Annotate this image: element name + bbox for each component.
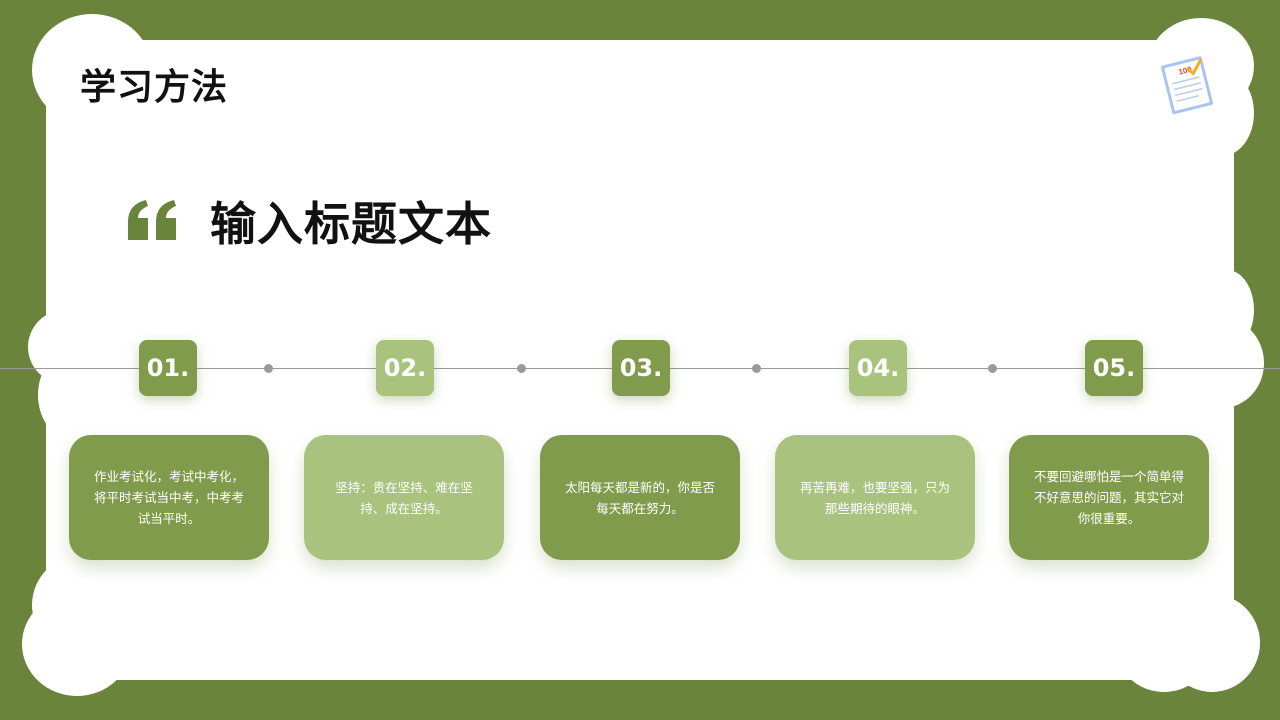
step-card-4: 再苦再难，也要坚强，只为那些期待的眼神。: [775, 435, 975, 560]
timeline-dot: [988, 364, 997, 373]
score-badge-text: 100: [1178, 65, 1194, 77]
step-number-3: 03.: [612, 340, 670, 396]
step-card-3: 太阳每天都是新的，你是否每天都在努力。: [540, 435, 740, 560]
frame-bubble: [1180, 318, 1264, 408]
quote-icon: [128, 200, 176, 240]
step-card-2: 坚持：贵在坚持、难在坚持、成在坚持。: [304, 435, 504, 560]
step-card-1: 作业考试化，考试中考化，将平时考试当中考，中考考试当平时。: [69, 435, 269, 560]
step-number-4: 04.: [849, 340, 907, 396]
frame-bubble: [32, 14, 152, 126]
step-number-2: 02.: [376, 340, 434, 396]
frame-bubble: [38, 350, 108, 440]
heading-text: 输入标题文本: [210, 197, 492, 251]
timeline-dot: [752, 364, 761, 373]
timeline-dot: [264, 364, 273, 373]
timeline-dot: [517, 364, 526, 373]
notepad-score-icon: 100: [1161, 56, 1214, 115]
step-number-1: 01.: [139, 340, 197, 396]
step-card-5: 不要回避哪怕是一个简单得不好意思的问题，其实它对你很重要。: [1009, 435, 1209, 560]
frame-bubble: [22, 592, 132, 696]
step-number-5: 05.: [1085, 340, 1143, 396]
slide-title: 学习方法: [80, 67, 229, 108]
frame-bubble: [1164, 594, 1260, 692]
